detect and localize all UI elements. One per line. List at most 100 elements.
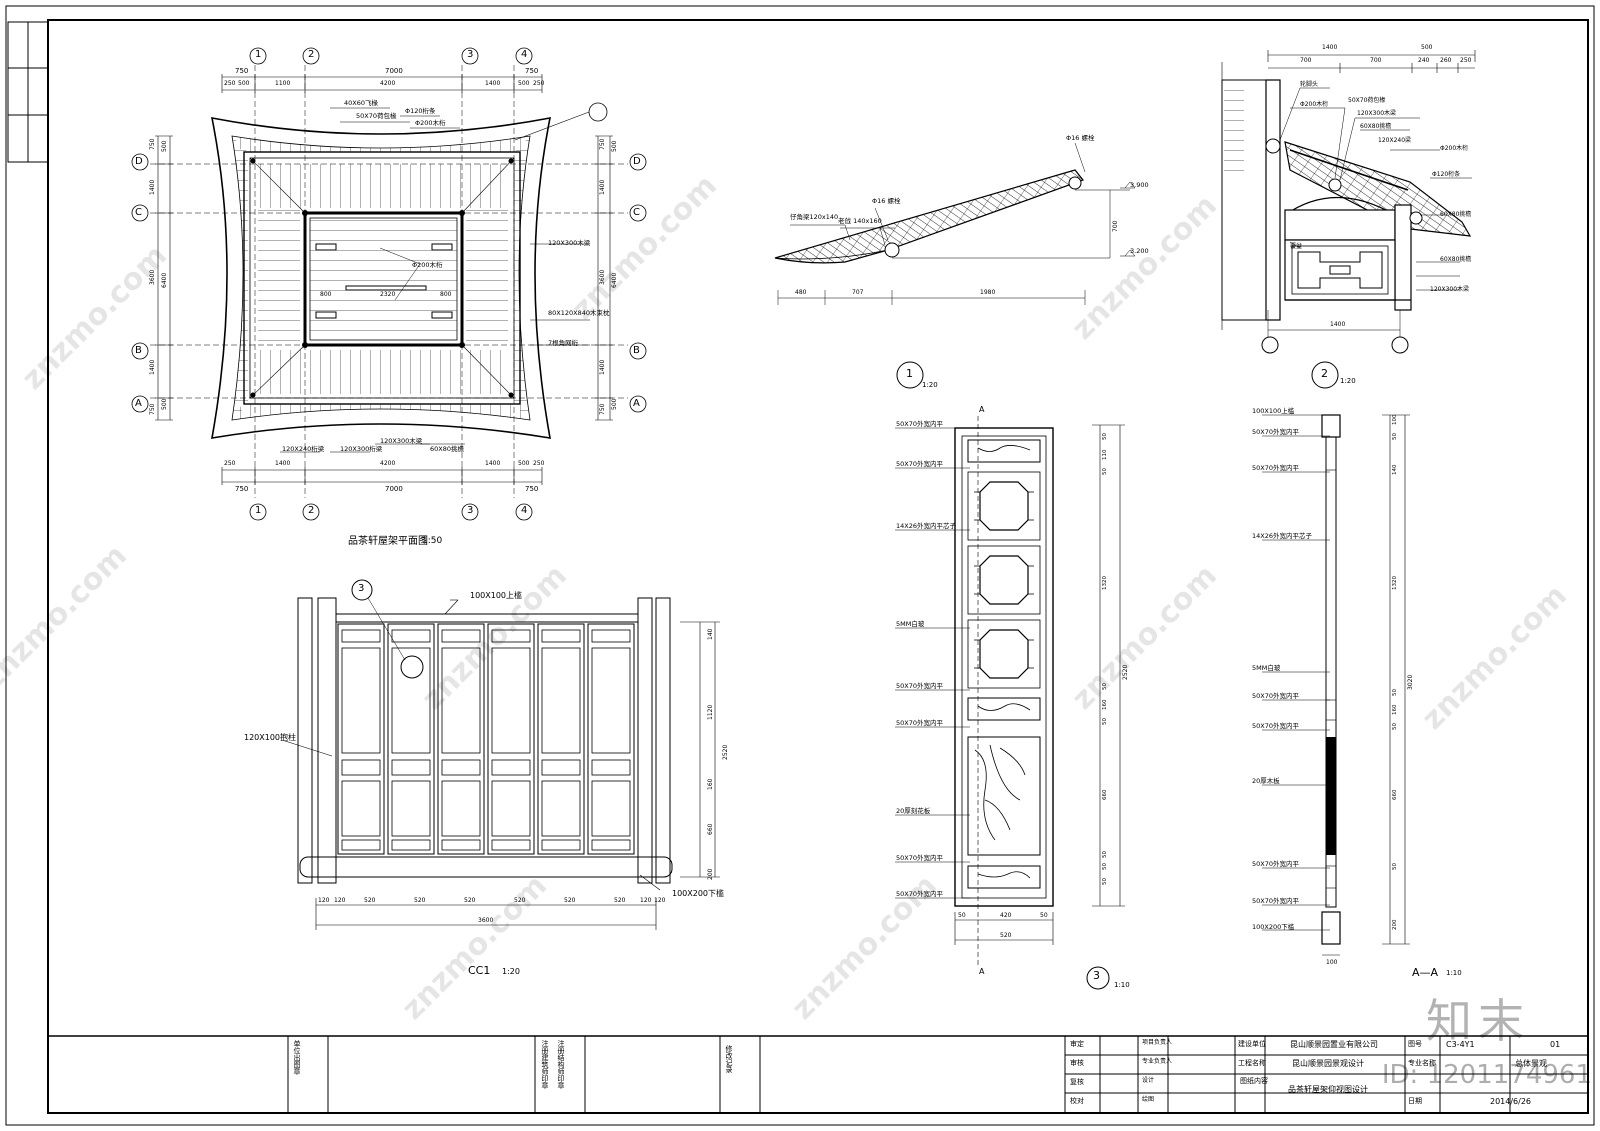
dimension: 800 <box>440 291 452 298</box>
dimension: 500 <box>238 80 250 87</box>
dimension: 50 <box>1392 863 1398 870</box>
dimension: 520 <box>1000 932 1012 939</box>
dimension: 3020 <box>1407 674 1414 690</box>
section-label: 仔角梁120x140 <box>790 213 839 221</box>
dimension: 1400 <box>485 80 501 87</box>
dimension: 50 <box>1102 851 1108 858</box>
dimension: 240 <box>1418 57 1430 64</box>
axis-label: 2 <box>308 49 315 60</box>
section-label: Φ120桁条 <box>1432 171 1461 178</box>
dimension: 750 <box>525 67 539 75</box>
plan-title: 品茶轩屋架平面图 <box>348 536 428 547</box>
dimension: 50 <box>958 912 966 919</box>
plan-label: Φ200木桁 <box>412 261 443 269</box>
section-label: Φ16 螺栓 <box>872 197 901 205</box>
dimension: 160 <box>1392 704 1398 716</box>
dimension: 250 <box>224 460 236 467</box>
axis-label: A <box>633 398 640 409</box>
plan-label: 7根角网桁 <box>548 339 579 347</box>
plan-label: 120X300木梁 <box>380 437 423 445</box>
dimension: 3600 <box>149 269 156 285</box>
cc1-label: 100X200下槛 <box>672 889 725 898</box>
dimension: 700 <box>1300 57 1312 64</box>
dimension: 50 <box>1102 433 1108 440</box>
field-value: 昆山顺景园置业有限公司 <box>1290 1040 1378 1049</box>
dimension: 50 <box>1392 723 1398 730</box>
dimension: 750 <box>149 403 156 415</box>
aa-label: 20厚木板 <box>1252 777 1280 785</box>
axis-label: B <box>135 345 142 356</box>
axis-label: 1 <box>255 49 262 60</box>
dimension: 110 <box>1102 449 1108 461</box>
dimension: 1320 <box>1102 576 1108 590</box>
dimension: 420 <box>1000 912 1012 919</box>
axis-label: 1 <box>255 505 262 516</box>
field-value: 2014/6/26 <box>1490 1097 1532 1106</box>
field-label: 专业名称 <box>1408 1059 1436 1067</box>
dimension: 520 <box>514 897 526 904</box>
plan-label: 80X120X840木束枕 <box>548 309 610 317</box>
dimension: 520 <box>414 897 426 904</box>
section-label: 60X80挑檐 <box>1440 256 1472 263</box>
dimension: 2320 <box>380 291 396 298</box>
aa-label: 100X200下槛 <box>1252 923 1295 931</box>
dimension: 660 <box>1102 789 1108 801</box>
plan-label: Φ120桁条 <box>405 107 436 115</box>
dimension: 3600 <box>478 917 494 924</box>
section-label: 60X80挑檐 <box>1440 211 1472 218</box>
dimension: 750 <box>525 485 539 493</box>
plan-scale: 1:50 <box>422 536 443 546</box>
axis-label: 3 <box>467 49 474 60</box>
field-label: 图号 <box>1408 1040 1422 1048</box>
dimension: 250 <box>224 80 236 87</box>
dimension: 750 <box>235 485 249 493</box>
section-2-eave <box>1221 50 1476 389</box>
image-id: ID: 1201174961 <box>1381 1060 1592 1090</box>
level-mark: 3.200 <box>1130 247 1149 255</box>
dimension: 1400 <box>1330 321 1346 328</box>
outer-border <box>5 5 1595 1126</box>
aa-label: 14X26外宽内平芯子 <box>1252 532 1312 540</box>
stamp-label: 注册结构师印章 <box>557 1040 565 1089</box>
field-value: 01 <box>1550 1040 1561 1049</box>
aa-label: 50X70外宽内平 <box>1252 464 1299 472</box>
dimension: 7000 <box>385 485 403 493</box>
door-label: 50X70外宽内平 <box>896 682 943 690</box>
dimension: 1400 <box>275 460 291 467</box>
dimension: 750 <box>599 403 606 415</box>
section-label: 120X240梁 <box>1378 137 1412 144</box>
dimension: 140 <box>707 628 714 640</box>
dimension: 50 <box>1040 912 1048 919</box>
dimension: 140 <box>1392 464 1398 476</box>
field-value: 品茶轩屋架仰视图设计 <box>1288 1085 1368 1094</box>
cc1-scale: 1:20 <box>502 967 520 976</box>
cc1-elevation <box>281 579 720 930</box>
dimension: 50 <box>1102 468 1108 475</box>
aa-scale: 1:10 <box>1446 969 1462 977</box>
dimension: 50 <box>1102 863 1108 870</box>
title-block <box>47 1035 1589 1114</box>
dimension: 1980 <box>980 289 996 296</box>
dimension: 100 <box>1326 959 1338 966</box>
role-label: 审核 <box>1070 1059 1084 1067</box>
section-scale: 1:20 <box>922 381 938 389</box>
plan-label: Φ200木桁 <box>415 119 446 127</box>
field-value: 总体景观 <box>1515 1059 1547 1068</box>
aa-label: 50X70外宽内平 <box>1252 722 1299 730</box>
field-label: 工程名称 <box>1238 1059 1266 1067</box>
dimension: 500 <box>518 80 530 87</box>
plan-label: 120X240桁梁 <box>282 445 325 453</box>
dimension: 4200 <box>380 80 396 87</box>
dimension: 700 <box>1112 220 1119 232</box>
door-label: 20厚刻花板 <box>896 807 931 815</box>
dimension: 1400 <box>149 179 156 195</box>
section-scale: 1:10 <box>1114 981 1130 989</box>
dimension: 520 <box>464 897 476 904</box>
axis-label: A <box>135 398 142 409</box>
section-label: 老戗 140x160 <box>838 217 882 225</box>
dimension: 200 <box>1392 919 1398 931</box>
dimension: 500 <box>611 398 618 410</box>
dimension: 2520 <box>1122 664 1129 680</box>
aa-label: 50X70外宽内平 <box>1252 860 1299 868</box>
cc1-title: CC1 <box>468 964 491 977</box>
